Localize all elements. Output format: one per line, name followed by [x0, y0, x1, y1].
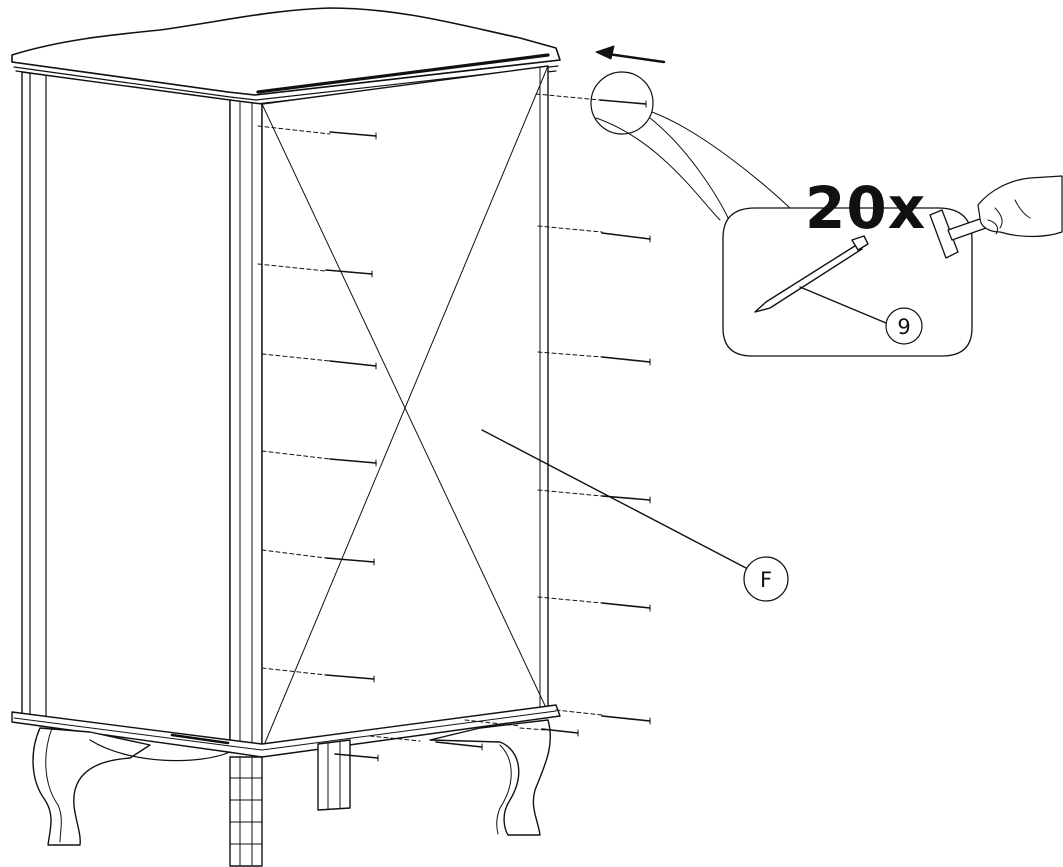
leg-left [32, 727, 151, 846]
hand-icon [977, 175, 1063, 238]
nail-icon [261, 549, 375, 566]
hardware-label: 9 [897, 315, 910, 339]
nail-icon [537, 351, 651, 366]
nails-right-column [519, 93, 651, 737]
nail-icon [257, 125, 377, 140]
nail-icon [537, 489, 651, 504]
zoom-circle [590, 71, 654, 135]
nail-icon [334, 735, 421, 762]
detail-callout [590, 71, 973, 357]
cabinet-top [11, 7, 561, 96]
nail-icon [537, 225, 651, 243]
quantity-label: 20x [805, 174, 926, 242]
corner-post [229, 99, 263, 756]
nail-icon [535, 93, 647, 108]
nail-icon [555, 709, 651, 725]
part-F-callout [481, 429, 789, 602]
leg-front [229, 756, 263, 867]
nails-left-column [257, 125, 521, 762]
arrow-left-icon [595, 45, 666, 64]
part-F-label: F [760, 568, 772, 592]
nail-icon [537, 596, 651, 612]
nail-icon [257, 263, 373, 278]
hardware-callout-circle [885, 307, 923, 345]
cabinet [11, 7, 561, 867]
nail-icon [435, 719, 521, 751]
side-panel-left [21, 71, 231, 751]
nail-icon [261, 450, 377, 467]
nail-icon [261, 667, 375, 683]
nail-icon [261, 353, 377, 370]
nail-icon [519, 727, 579, 737]
nail-icon [754, 235, 887, 324]
leg-back-mid [317, 739, 351, 811]
leg-right [429, 719, 552, 836]
part-F-circle [743, 556, 789, 602]
